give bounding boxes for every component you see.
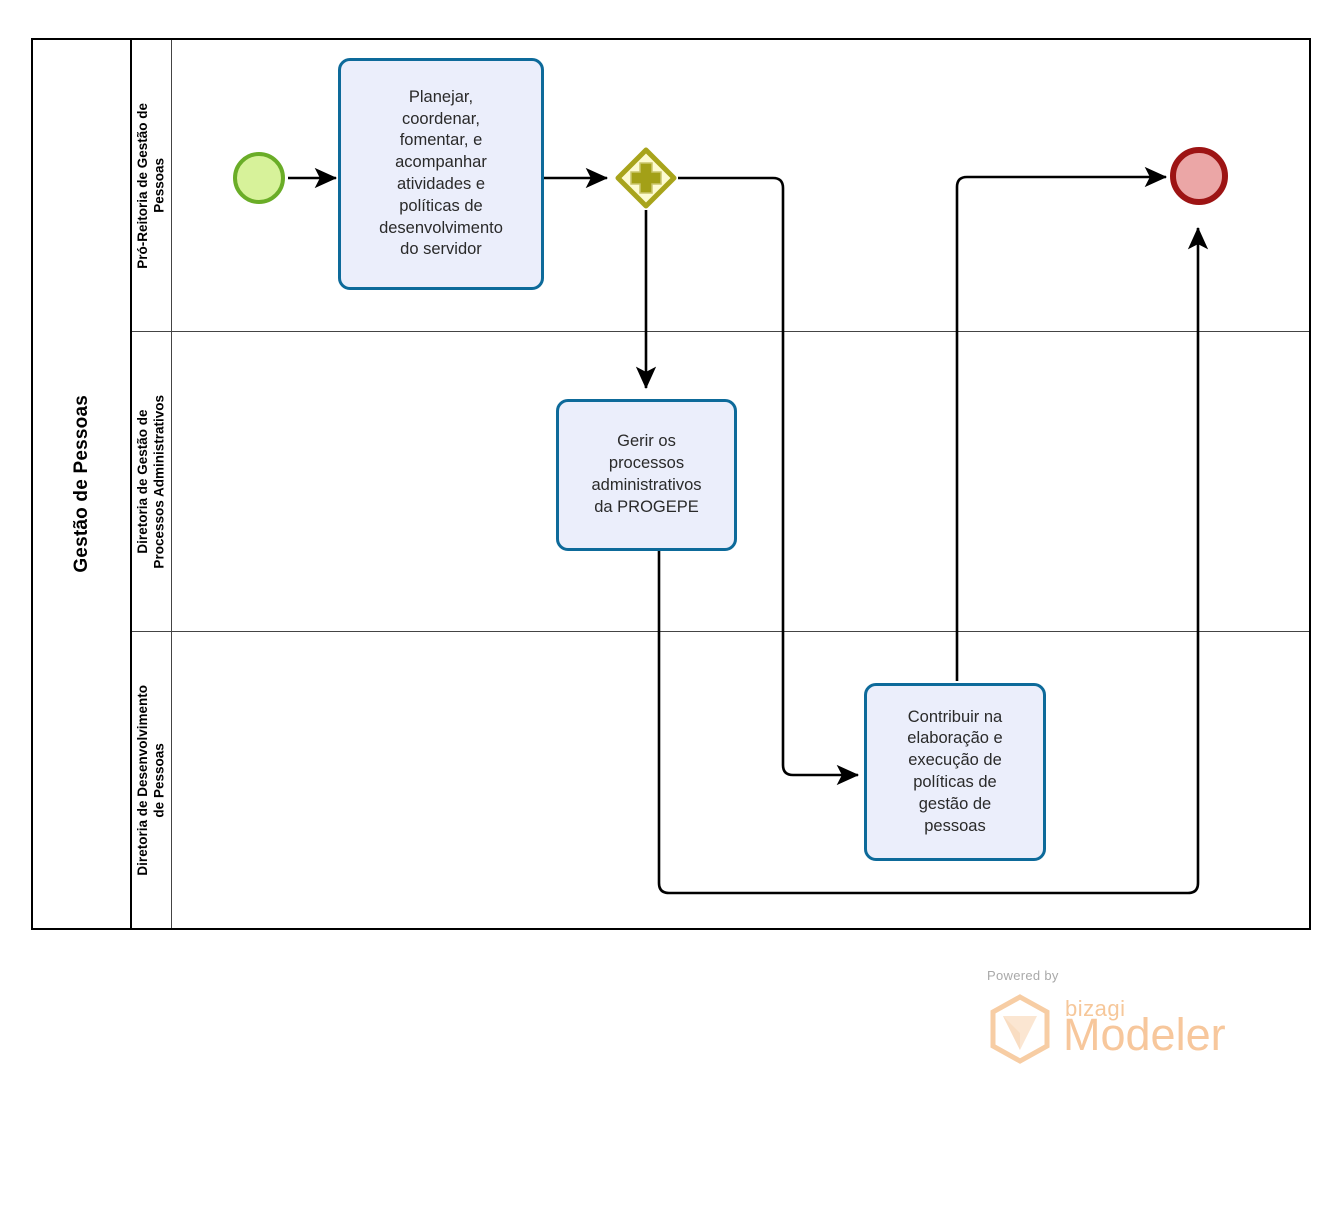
lane-header-desenvolvimento[interactable]: Diretoria de Desenvolvimento de Pessoas <box>132 632 172 928</box>
lane-label-gestao-processos: Diretoria de Gestão de Processos Adminis… <box>135 394 167 569</box>
lane-diretoria-de-desenvolvimento-de-pessoas[interactable]: Diretoria de Desenvolvimento de Pessoas <box>132 631 1309 928</box>
lane-label-pro-reitoria: Pró-Reitoria de Gestão de Pessoas <box>135 102 167 269</box>
task-planejar-label: Planejar, coordenar, fomentar, e acompan… <box>379 87 503 259</box>
pool-title: Gestão de Pessoas <box>70 395 92 573</box>
parallel-gateway-icon <box>615 147 677 209</box>
lane-header-pro-reitoria[interactable]: Pró-Reitoria de Gestão de Pessoas <box>132 40 172 331</box>
watermark-powered-by-text: Powered by <box>987 968 1059 983</box>
lane-label-desenvolvimento: Diretoria de Desenvolvimento de Pessoas <box>135 684 167 876</box>
task-contribuir-elaboracao-execucao[interactable]: Contribuir na elaboração e execução de p… <box>864 683 1046 861</box>
bizagi-watermark: Powered by bizagi Modeler <box>975 968 1250 1073</box>
task-gerir-processos-administrativos[interactable]: Gerir os processos administrativos da PR… <box>556 399 737 551</box>
task-gerir-label: Gerir os processos administrativos da PR… <box>591 432 702 516</box>
watermark-modeler-text: Modeler <box>1063 1009 1226 1060</box>
lane-pro-reitoria-de-gestao-de-pessoas[interactable]: Pró-Reitoria de Gestão de Pessoas <box>132 40 1309 331</box>
parallel-gateway[interactable] <box>615 147 677 209</box>
end-event[interactable] <box>1170 147 1228 205</box>
lane-header-gestao-processos[interactable]: Diretoria de Gestão de Processos Adminis… <box>132 332 172 631</box>
task-contribuir-label: Contribuir na elaboração e execução de p… <box>907 707 1003 835</box>
watermark-bizagi-text: bizagi <box>1065 996 1126 1021</box>
pool-header[interactable]: Gestão de Pessoas <box>33 40 132 928</box>
bizagi-hexagon-logo-icon <box>990 994 1050 1064</box>
start-event[interactable] <box>233 152 285 204</box>
task-planejar-coordenar-fomentar[interactable]: Planejar, coordenar, fomentar, e acompan… <box>338 58 544 290</box>
